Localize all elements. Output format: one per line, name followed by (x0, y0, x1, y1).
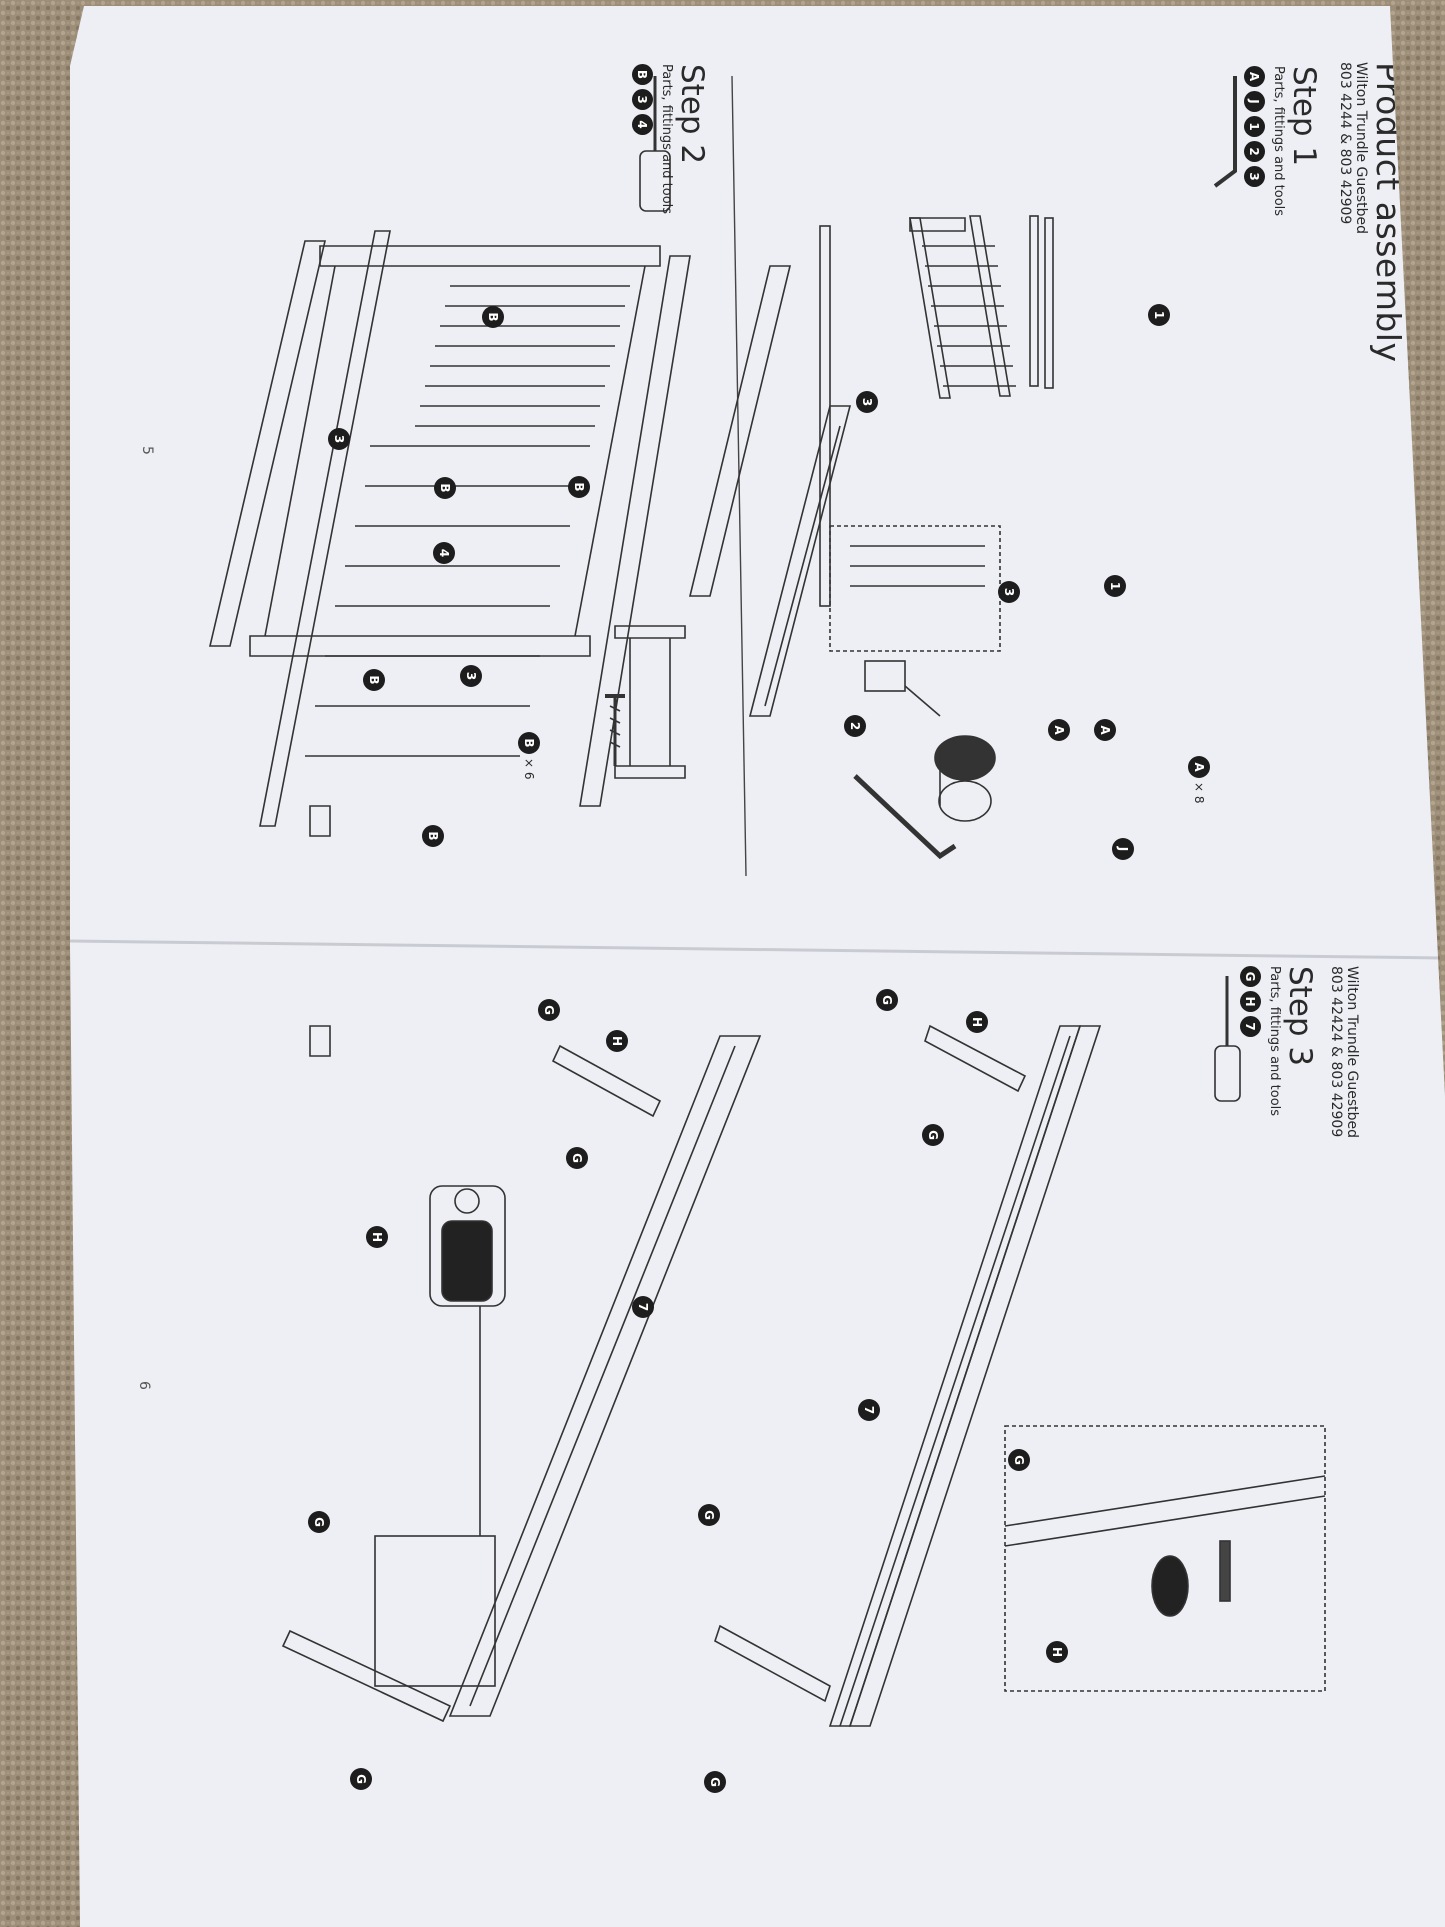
step1-parts-label: Parts, fittings and tools (1271, 66, 1286, 217)
callout-1-detail: 1 (1104, 575, 1126, 597)
part-badge: H (1240, 991, 1261, 1012)
part-badge: 1 (1244, 116, 1265, 137)
step1-headboard-drawing (819, 215, 1054, 607)
callout-7-upper: 7 (858, 1399, 880, 1421)
callout-G-upper-bottom: G (704, 1771, 726, 1793)
hex-key-step1-drawing (1213, 76, 1237, 188)
step3-header: Step 3 Parts, fittings and tools G H 7 (1240, 966, 1318, 1116)
castor-H-drawing (429, 1185, 506, 1536)
callout-3: 3 (856, 391, 878, 413)
step3-title: Step 3 (1282, 966, 1318, 1067)
callout-A-right: A (1048, 719, 1070, 741)
callout-B-lower: B (363, 669, 385, 691)
bolt-A-quantity: A × 8 (1188, 756, 1210, 804)
callout-A-left: A (1094, 719, 1116, 741)
product-codes: 803 4244 & 803 42909 (1337, 62, 1353, 225)
callout-3-lower: 3 (460, 665, 482, 687)
fold-line (70, 939, 1445, 960)
callout-3-rail: 3 (998, 581, 1020, 603)
step3-parts-badges: G H 7 (1240, 966, 1261, 1116)
callout-H-detail: H (1046, 1641, 1068, 1663)
page-number-5: 5 (139, 446, 155, 455)
instruction-sheet: Product assembly Wilton Trundle Guestbed… (70, 6, 1445, 1927)
step2-parts-label: Parts, fittings and tools (659, 64, 674, 215)
step3-detail-box (1004, 1425, 1326, 1692)
qty-A: × 8 (1192, 782, 1206, 804)
callout-H-lower: H (606, 1030, 628, 1052)
callout-G-upper-mid: G (922, 1124, 944, 1146)
callout-7-lower: 7 (632, 1296, 654, 1318)
callout-3-frame: 3 (328, 428, 350, 450)
step1-detail-box (829, 525, 1001, 717)
callout-H-castor: H (366, 1226, 388, 1248)
callout-G-upper-screw: G (698, 1504, 720, 1526)
callout-G-lower-left: G (538, 999, 560, 1021)
callout-J: J (1112, 838, 1134, 860)
part-badge: B (632, 64, 653, 85)
part-badge: 3 (632, 89, 653, 110)
callout-B-bottom: B (422, 825, 444, 847)
step1-header: Step 1 Parts, fittings and tools A J 1 2… (1244, 66, 1322, 216)
callout-G-lower-screw: G (308, 1511, 330, 1533)
step2-parts-badges: B 3 4 (632, 64, 653, 214)
step3-lower-rail-drawing (281, 1035, 762, 1723)
callout-G-lower-bottom: G (350, 1768, 372, 1790)
callout-B-qty: B (518, 732, 540, 754)
callout-4: 4 (433, 542, 455, 564)
assembly-illustrations (70, 75, 1445, 1727)
callout-B-top: B (482, 306, 504, 328)
part-badge: 4 (632, 114, 653, 135)
part-badge: J (1244, 91, 1265, 112)
callout-G-lower-mid: G (566, 1147, 588, 1169)
callout-G-detail: G (1008, 1449, 1030, 1471)
callout-B-mid: B (568, 476, 590, 498)
page6-product-codes: 803 42424 & 803 42909 (1328, 966, 1344, 1138)
callout-G-upper-left: G (876, 989, 898, 1011)
product-name: Wilton Trundle Guestbed (1353, 62, 1369, 235)
page6-header: Wilton Trundle Guestbed 803 42424 & 803 … (1328, 966, 1360, 1138)
part-badge: 2 (1244, 141, 1265, 162)
step2-title: Step 2 (674, 64, 710, 165)
callout-1: 1 (1148, 304, 1170, 326)
part-badge: 3 (1244, 166, 1265, 187)
callout-2: 2 (844, 715, 866, 737)
step1-rails-drawing (688, 265, 852, 717)
callout-A-qty: A (1188, 756, 1210, 778)
part-badge: 7 (1240, 1016, 1261, 1037)
screw-B-quantity: B × 6 (518, 732, 540, 780)
callout-B-center: B (434, 477, 456, 499)
bolt-A-drawing (934, 735, 996, 822)
hex-key-J-drawing (853, 774, 957, 860)
step3-upper-rail-drawing (714, 1024, 1102, 1727)
step2-header: Step 2 Parts, fittings and tools B 3 4 (632, 64, 710, 214)
screw-B-drawing (605, 694, 625, 766)
screwdriver-drawing (639, 76, 1241, 1102)
callout-H-upper: H (966, 1011, 988, 1033)
page6-product-name: Wilton Trundle Guestbed (1344, 966, 1360, 1139)
step1-title: Step 1 (1286, 66, 1322, 167)
step3-parts-label: Parts, fittings and tools (1267, 966, 1282, 1117)
qty-B: × 6 (522, 758, 536, 780)
step2-frame-drawing (208, 230, 691, 1057)
step1-footboard-drawing (614, 625, 686, 779)
part-badge: G (1240, 966, 1261, 987)
page-number-6: 6 (136, 1381, 152, 1390)
step1-parts-badges: A J 1 2 3 (1244, 66, 1265, 216)
part-badge: A (1244, 66, 1265, 87)
